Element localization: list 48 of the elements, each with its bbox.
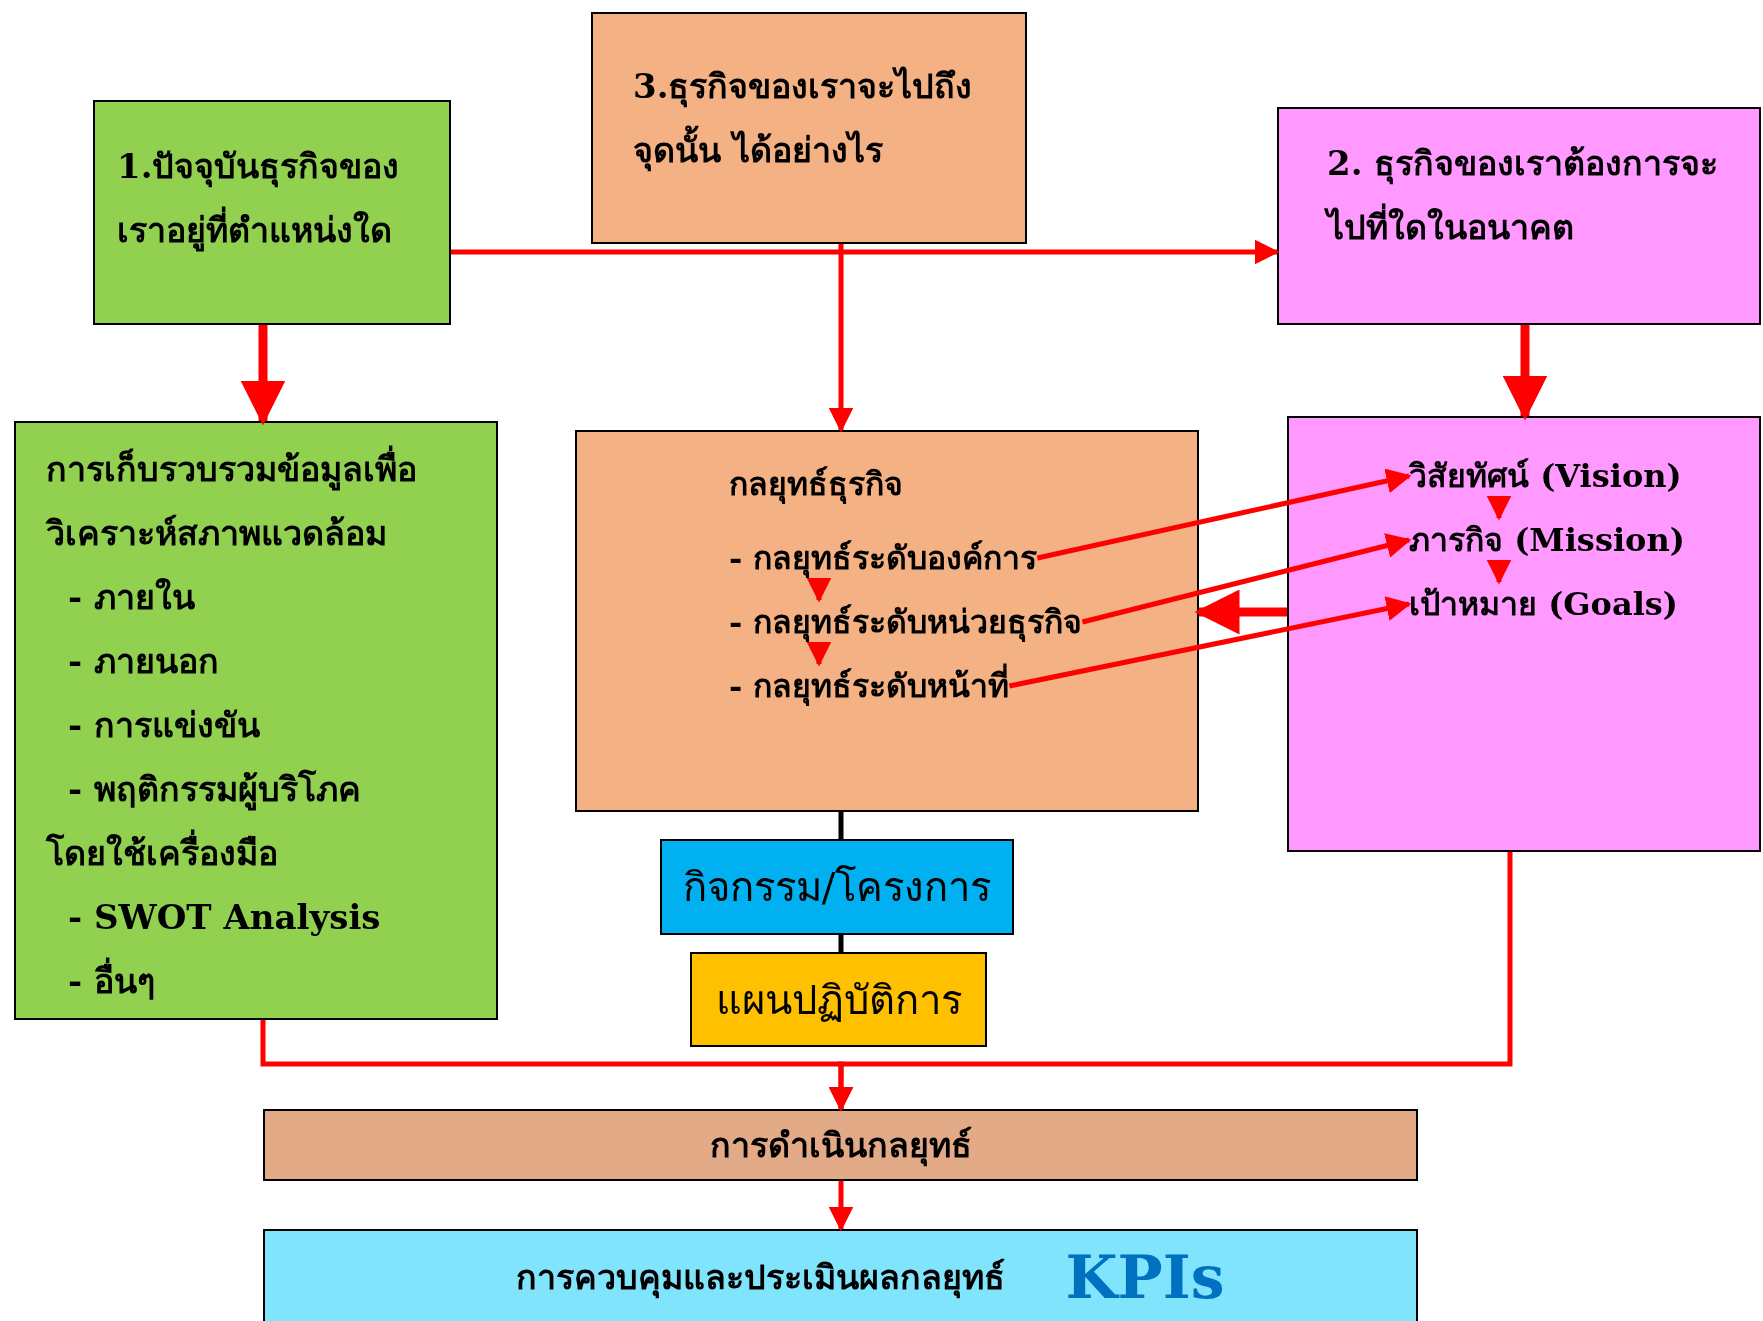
arrow bbox=[1486, 559, 1512, 585]
list-item-text: โดยใช้เครื่องมือ bbox=[46, 821, 476, 885]
list-item-text: ภารกิจ (Mission) bbox=[1409, 518, 1685, 562]
list-item-text: เป้าหมาย (Goals) bbox=[1409, 582, 1678, 626]
list-item-text: - ภายนอก bbox=[67, 640, 220, 683]
arrow bbox=[828, 1181, 854, 1232]
list-item-text: - กลยุทธ์ระดับหน่วยธุรกิจ bbox=[729, 600, 1083, 644]
box-text: การเก็บรวบรวมข้อมูลเพื่อวิเคราะห์สภาพแวดล้อม bbox=[46, 437, 476, 565]
process-box bbox=[263, 1109, 1418, 1181]
connector-line bbox=[838, 812, 844, 839]
list-item-text: - การแข่งขัน bbox=[67, 704, 261, 747]
arrow bbox=[1036, 468, 1412, 561]
list-item-text: - ภายใน bbox=[67, 576, 196, 619]
box-text: 3.ธุรกิจของเราจะไปถึงจุดนั้น ได้อย่างไร bbox=[633, 65, 974, 174]
box-text: การดำเนินกลยุทธ์ bbox=[709, 1124, 972, 1169]
list-item-text: - อื่นๆ bbox=[46, 949, 476, 1013]
connector-line bbox=[838, 935, 844, 952]
arrow bbox=[451, 239, 1280, 265]
kpi-text: KPIs bbox=[1065, 1245, 1225, 1309]
arrow bbox=[806, 641, 832, 667]
box-text: กลยุทธ์ธุรกิจ bbox=[729, 464, 903, 506]
list-item-text: - กลยุทธ์ระดับองค์การ bbox=[729, 536, 1038, 580]
question-box bbox=[591, 12, 1027, 244]
plan-box bbox=[690, 952, 987, 1047]
question-box bbox=[93, 100, 451, 325]
arrow bbox=[240, 325, 286, 426]
box-text: แผนปฏิบัติการ bbox=[715, 975, 962, 1025]
arrow bbox=[1502, 325, 1548, 421]
analysis-box bbox=[14, 421, 498, 1020]
arrow bbox=[1486, 495, 1512, 521]
list-item-text: - กลยุทธ์ระดับหน้าที่ bbox=[729, 664, 1010, 708]
arrow bbox=[806, 577, 832, 603]
list-item-text: - พฤติกรรมผู้บริโภค bbox=[67, 768, 362, 813]
box-text: กิจกรรม/โครงการ bbox=[682, 863, 992, 912]
box-text: การควบคุมและประเมินผลกลยุทธ์ bbox=[516, 1256, 1006, 1301]
activity-box bbox=[660, 839, 1014, 935]
strategy-box bbox=[575, 430, 1199, 812]
arrow bbox=[1194, 589, 1287, 635]
goal-panel bbox=[1287, 416, 1761, 852]
question-box bbox=[1277, 107, 1761, 325]
list-item-text: - SWOT Analysis bbox=[67, 896, 382, 939]
arrow bbox=[1008, 596, 1412, 689]
arrow bbox=[828, 852, 1513, 1112]
box-text: 1.ปัจจุบันธุรกิจของเราอยู่ที่ตำแหน่งใด bbox=[117, 145, 401, 254]
arrow bbox=[1081, 533, 1412, 625]
arrow bbox=[828, 244, 854, 433]
evaluation-box bbox=[263, 1229, 1418, 1321]
list-item-text: วิสัยทัศน์ (Vision) bbox=[1409, 454, 1682, 498]
